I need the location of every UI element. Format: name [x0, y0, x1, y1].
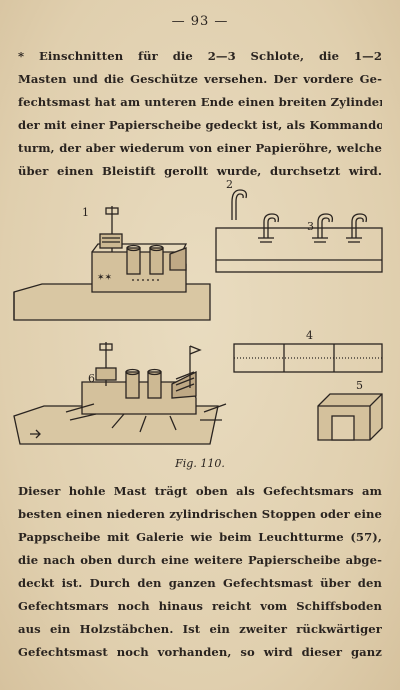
figure-label-1: 1 — [82, 206, 89, 219]
text-line: aus ein Holzstäbchen. Ist ein zweiter rü… — [18, 622, 382, 636]
mast-part-3-drawing — [215, 213, 383, 273]
mast-part-2-drawing — [231, 189, 248, 220]
text-line: Dieser hohle Mast trägt oben als Gefecht… — [18, 484, 382, 498]
text-line: der mit einer Papierscheibe gedeckt ist,… — [18, 118, 382, 132]
ship-1-drawing: ✶✶ — [13, 206, 211, 321]
figure-label-5: 5 — [356, 379, 363, 392]
text-line: Gefechtsmast noch vorhanden, so wird die… — [18, 645, 382, 659]
text-line: * Einschnitten für die 2—3 Schlote, die … — [18, 49, 382, 63]
text-line: besten einen niederen zylindrischen Stop… — [18, 507, 382, 521]
text-line: Pappscheibe mit Galerie wie beim Leuchtt… — [18, 530, 382, 544]
text-line: turm, der aber wiederum von einer Papier… — [18, 141, 382, 155]
figure-label-3: 3 — [307, 220, 314, 233]
support-part-5-drawing — [317, 393, 383, 441]
figure-label-6: 6 — [88, 372, 95, 385]
figure-110-illustration: ✶✶ — [13, 178, 383, 445]
ship-6-drawing — [13, 342, 227, 445]
bottom-paragraph: Dieser hohle Mast trägt oben als Gefecht… — [18, 480, 382, 664]
svg-text:✶✶: ✶✶ — [97, 273, 112, 283]
strip-part-4-drawing — [233, 343, 383, 373]
page-number: — 93 — — [171, 14, 229, 29]
text-line: fechtsmast hat am unteren Ende einen bre… — [18, 95, 382, 109]
figure-label-2: 2 — [226, 178, 233, 191]
text-line: Gefechtsmars noch hinaus reicht vom Schi… — [18, 599, 382, 613]
top-paragraph: * Einschnitten für die 2—3 Schlote, die … — [18, 45, 382, 183]
text-line: die nach oben durch eine weitere Papiers… — [18, 553, 382, 567]
text-line: über einen Bleistift gerollt wurde, durc… — [18, 164, 382, 178]
figure-caption: Fig. 110. — [175, 457, 225, 470]
text-line: deckt ist. Durch den ganzen Gefechtsmast… — [18, 576, 382, 590]
figure-label-4: 4 — [306, 329, 313, 342]
text-line: Masten und die Geschütze versehen. Der v… — [18, 72, 382, 86]
